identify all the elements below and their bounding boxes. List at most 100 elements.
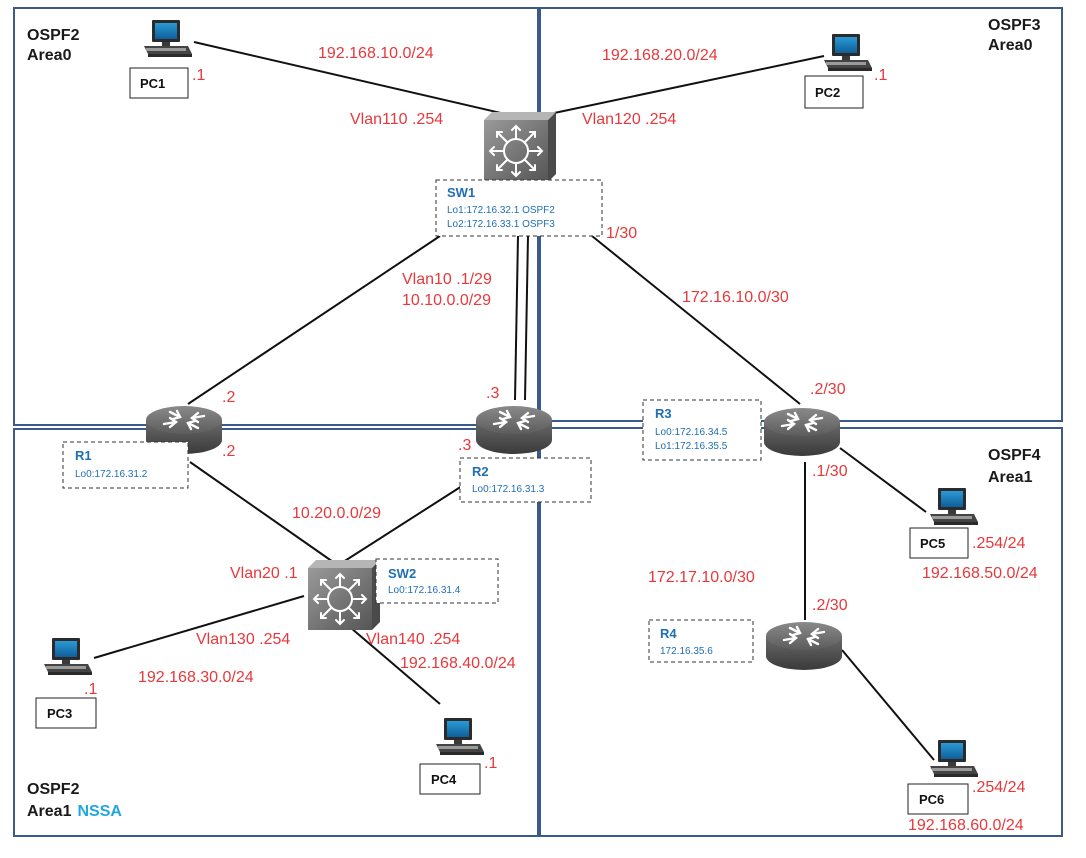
label-net-40: 192.168.40.0/24 [400,655,516,672]
label-net-20: 192.168.20.0/24 [602,47,718,64]
nssa-tag: NSSA [77,803,122,820]
sw1[interactable] [483,111,557,183]
pc2-addr: .1 [874,67,887,84]
link-r3-pc5 [839,447,927,513]
links [93,41,935,761]
pc3-label: PC3 [47,706,72,721]
pc3-label-box [35,697,97,729]
pc6-label-box [907,783,969,815]
pc6-icon[interactable] [930,740,978,777]
area-ospf3-area0-box [539,7,1063,422]
pc2-label: PC2 [815,85,840,100]
label-net-10: 192.168.10.0/24 [318,45,434,62]
label-vlan10: Vlan10 .1/29 [402,271,492,288]
area-ospf4-area1-line1: OSPF4 [988,447,1041,464]
pc5-addr: .254/24 [972,535,1025,552]
label-net-172-17: 172.17.10.0/30 [648,569,755,586]
link-sw2-pc3 [93,595,305,659]
label-vlan110: Vlan110 .254 [350,111,443,128]
sw1-info-box [435,179,603,237]
label-net-50: 192.168.50.0/24 [922,565,1038,582]
pc1-addr: .1 [192,67,205,84]
sw1-lo2: Lo2:172.16.33.1 OSPF3 [447,219,555,230]
pc6-label: PC6 [919,792,944,807]
area-ospf2-area0-line2: Area0 [27,47,72,64]
area-ospf3-area0-line1: OSPF3 [988,17,1041,34]
link-r1-sw2 [189,461,337,565]
label-vlan120: Vlan120 .254 [582,111,676,128]
link-sw1-r3 [591,235,801,405]
link-sw1-r2-a [514,235,519,401]
r4[interactable] [764,620,844,672]
sw2-name: SW2 [388,566,416,581]
label-net-30: 192.168.30.0/24 [138,669,254,686]
pc1-icon[interactable] [144,20,192,57]
area-ospf2-area1-line1: OSPF2 [27,781,80,798]
label-r2-left: .3 [458,437,471,454]
r4-info-box [648,619,754,663]
r3-lo0: Lo0:172.16.34.5 [655,427,728,438]
pc4-icon[interactable] [436,718,484,755]
sw1-lo1: Lo1:172.16.32.1 OSPF2 [447,205,555,216]
label-net-10-20: 10.20.0.0/29 [292,505,381,522]
r3[interactable] [762,406,842,458]
label-net-10-10: 10.10.0.0/29 [402,292,491,309]
label-r3-bottom: .1/30 [812,463,848,480]
r3-name: R3 [655,406,672,421]
sw2[interactable] [307,559,381,631]
r2[interactable] [474,404,554,456]
pc1-label: PC1 [140,76,165,91]
r2-info-box [459,457,592,503]
area-ospf2-area1-box [13,428,539,837]
link-r2-sw2 [339,485,463,565]
area-ospf2-area0-line1: OSPF2 [27,27,80,44]
r1-name: R1 [75,448,92,463]
label-r3-top: .2/30 [810,381,846,398]
area-ospf2-area1-line2: Area1 NSSA [27,803,122,820]
label-vlan20: Vlan20 .1 [230,565,298,582]
pc2-label-box [804,75,864,109]
link-sw1-r1 [187,235,441,405]
pc6-addr: .254/24 [972,779,1025,796]
r2-name: R2 [472,464,489,479]
r1-info-box [62,441,189,489]
label-sw1-r3: 1/30 [606,225,637,242]
pc4-label: PC4 [431,772,457,787]
label-r1-bottom: .2 [222,443,235,460]
r2-lo0: Lo0:172.16.31.3 [472,484,545,495]
r3-lo1: Lo1:172.16.35.5 [655,441,728,452]
link-pc1-sw1 [193,41,515,117]
label-vlan130: Vlan130 .254 [196,631,290,648]
sw1-name: SW1 [447,185,475,200]
pc3-icon[interactable] [44,638,92,675]
sw2-lo0: Lo0:172.16.31.4 [388,585,461,596]
r1-lo0: Lo0:172.16.31.2 [75,469,148,480]
link-sw1-r2-b [524,235,529,401]
area-ospf2-area1-name: Area1 [27,803,72,820]
pc2-icon[interactable] [824,34,872,71]
area-ospf4-area1-line2: Area1 [988,469,1033,486]
label-net-172-16-10: 172.16.10.0/30 [682,289,789,306]
pc5-icon[interactable] [930,488,978,525]
link-r4-pc6 [841,649,935,761]
label-r4-top: .2/30 [812,597,848,614]
pc1-label-box [129,67,189,99]
label-vlan140: Vlan140 .254 [366,631,460,648]
pc5-label: PC5 [920,536,945,551]
pc3-addr: .1 [84,681,97,698]
area-ospf3-area0-line2: Area0 [988,37,1033,54]
area-titles: OSPF2 Area0 OSPF3 Area0 OSPF4 Area1 OSPF… [27,17,1041,820]
sw2-info-box [375,558,499,604]
r3-info-box [642,399,762,461]
ip-labels: 192.168.10.0/24 192.168.20.0/24 Vlan110 … [138,45,1038,834]
pc5-label-box [909,527,969,559]
r4-name: R4 [660,626,677,641]
pc4-addr: .1 [484,755,497,772]
label-r2-top: .3 [486,385,499,402]
link-pc2-sw1 [539,55,825,117]
label-net-60: 192.168.60.0/24 [908,817,1024,834]
link-sw2-pc4 [343,621,441,705]
label-r1-top: .2 [222,389,235,406]
